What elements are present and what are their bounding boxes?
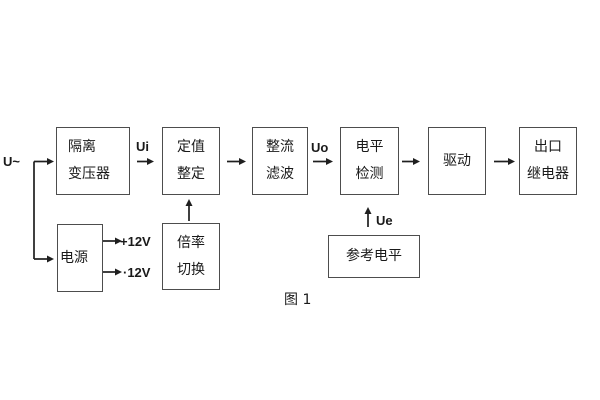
ue-signal-label: Ue <box>376 213 393 228</box>
block-label-line: 整定 <box>177 166 205 182</box>
block-label-line: 定值 <box>177 139 205 155</box>
block-power-supply: 电源 <box>57 224 103 292</box>
block-label-line: 滤波 <box>266 166 294 182</box>
block-reference-level: 参考电平 <box>328 235 420 278</box>
block-label-line: 出口 <box>534 139 562 155</box>
block-label-line: 切换 <box>177 261 205 278</box>
block-label-line: 倍率 <box>177 234 205 251</box>
rail-pos12v-label: +12V <box>120 234 151 249</box>
block-rectifier-filter: 整流 滤波 <box>252 127 308 195</box>
block-ratio-switch: 倍率 切换 <box>162 223 220 290</box>
block-label-line: 变压器 <box>68 166 110 182</box>
uo-signal-label: Uo <box>311 140 329 155</box>
block-drive: 驱动 <box>428 127 486 195</box>
input-signal-label: U~ <box>3 154 20 169</box>
block-label-line: 电平 <box>355 139 384 155</box>
ui-signal-label: Ui <box>136 139 149 154</box>
block-label-line: 电源 <box>60 249 88 266</box>
block-level-detect: 电平 检测 <box>340 127 399 195</box>
figure-caption: 图 1 <box>284 292 312 308</box>
block-label-line: 检测 <box>355 166 384 182</box>
block-isolation-transformer: 隔离 变压器 <box>56 127 130 195</box>
block-label-line: 继电器 <box>527 166 569 182</box>
block-label-line: 驱动 <box>443 152 471 169</box>
block-setpoint-adjust: 定值 整定 <box>162 127 220 195</box>
block-label-line: 整流 <box>266 139 294 155</box>
block-output-relay: 出口 继电器 <box>519 127 577 195</box>
block-label-line: 参考电平 <box>346 248 402 264</box>
block-label-line: 隔离 <box>68 139 96 155</box>
rail-neg12v-label: ·12V <box>123 265 151 280</box>
